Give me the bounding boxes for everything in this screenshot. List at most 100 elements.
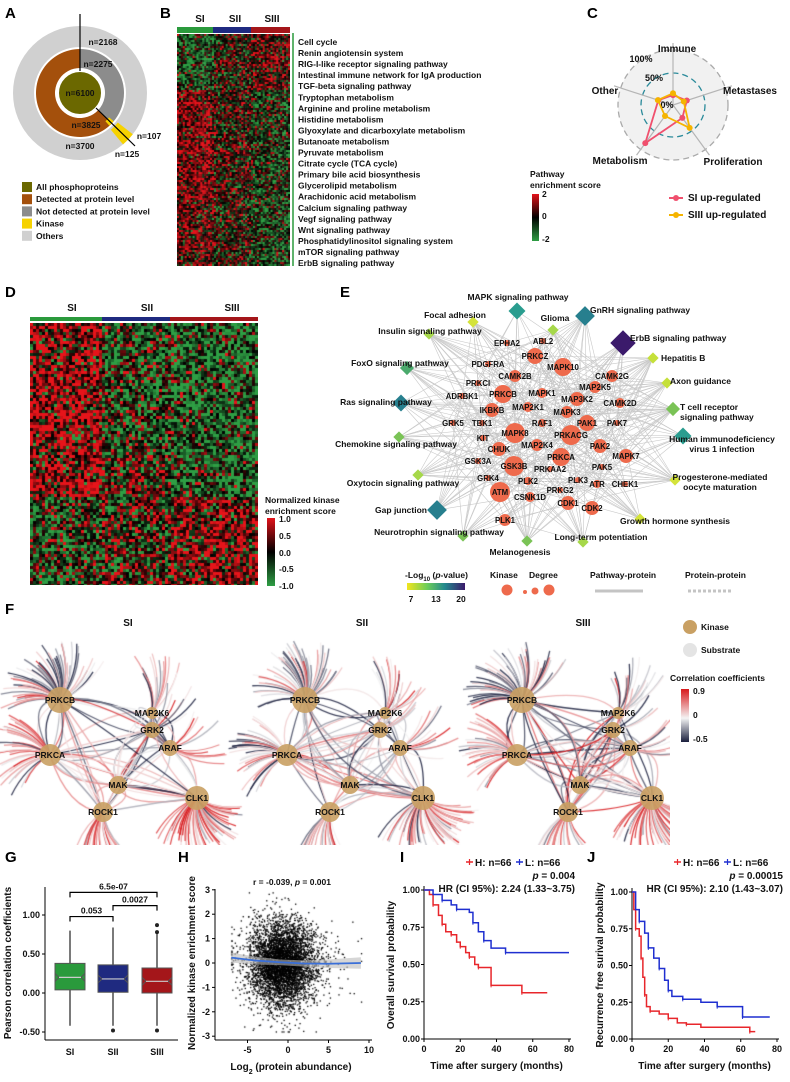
pathway-protein-edge (624, 435, 684, 485)
colorbar-tick: -1.0 (279, 581, 294, 591)
kinase-label: PLK2 (518, 477, 539, 486)
count-label: n=3700 (65, 141, 94, 151)
kinase-node (475, 380, 481, 386)
kinase-node (561, 496, 575, 510)
kinase-node (509, 370, 521, 382)
pathway-protein-edge (406, 340, 544, 369)
kinase-node (146, 707, 158, 719)
y-tick-label: 0.00 (402, 1034, 420, 1044)
x-tick-label: 5 (326, 1045, 331, 1055)
p-value-label: 6.5e-07 (99, 881, 128, 891)
pathway-protein-edge (514, 432, 684, 437)
pathway-protein-edge (611, 375, 674, 410)
pathway-protein-edge (472, 321, 568, 413)
pathway-protein-edge (472, 321, 578, 400)
colorbar-tick: 1.0 (279, 514, 291, 524)
heatmap-kinase-enrichment (30, 323, 258, 585)
kinase-label: CHEK1 (612, 480, 639, 489)
pathway-protein-edge (584, 315, 596, 388)
colorbar-tick: -2 (542, 234, 550, 244)
colorbar-tick: 0.9 (693, 686, 705, 696)
pathway-node (577, 536, 589, 548)
pathway-protein-edge (534, 355, 641, 520)
radar-axis-label: Other (592, 86, 619, 97)
x-tick-label: 20 (663, 1044, 673, 1054)
kinase-label: CLK1 (641, 793, 663, 803)
pathway-protein-edge (601, 408, 674, 468)
y-axis-label: Pearson correlation coefficients (3, 886, 14, 1039)
panel-label: C (587, 5, 598, 22)
label-part: Log (230, 1062, 248, 1073)
panel-label: E (340, 284, 350, 301)
label-part: (protein abundance) (253, 1062, 352, 1073)
kinase-node (531, 439, 543, 451)
pathway-label: Butanoate metabolism (298, 136, 390, 146)
x-axis-label: Log2 (protein abundance) (230, 1062, 351, 1076)
pathway-protein-edge (436, 422, 618, 511)
kinase-node (292, 687, 318, 713)
kinase-node (570, 392, 584, 406)
pathway-protein-edge (559, 479, 676, 491)
y-tick-label: 1.00 (22, 910, 40, 920)
pathway-protein-edge (417, 366, 564, 476)
kinase-label: MAK (340, 780, 360, 790)
kinase-label: PDGFRA (472, 360, 505, 369)
substrate-legend-label: Substrate (701, 645, 740, 655)
p-value-part: = 0.004 (539, 871, 576, 882)
colorbar-tick: 0 (542, 211, 547, 221)
kinase-label: CLK1 (412, 793, 434, 803)
pathway-node (457, 530, 469, 542)
pathway-label: Arachidonic acid metabolism (298, 192, 417, 202)
pathway-label: Calcium signaling pathway (298, 203, 407, 213)
kinase-node (162, 740, 178, 756)
pvalue-colorbar (407, 583, 465, 590)
kinase-node (372, 722, 388, 738)
pathway-protein-edge (506, 329, 554, 344)
heatmap-pathway-enrichment (177, 34, 290, 266)
pathway-protein-edge (428, 333, 501, 493)
panel-f: SIPRKCBMAP2K6GRK2ARAFPRKCAMAKCLK1ROCK1SI… (35, 618, 664, 822)
kinase-label: ROCK1 (553, 807, 583, 817)
pathway-protein-edge (462, 422, 483, 537)
pathway-protein-edge (400, 402, 529, 408)
pathway-protein-edge (398, 382, 479, 438)
pathway-protein-edge (462, 375, 613, 537)
pathway-protein-edge (596, 435, 684, 485)
radar-axis-label: Immune (658, 44, 697, 55)
degree-legend-label: Degree (529, 570, 558, 580)
pathway-node (547, 324, 559, 336)
kinase-label: CSNK1D (514, 493, 546, 502)
kinase-node (492, 442, 506, 456)
kinase-label: PRKCB (290, 695, 320, 705)
pathway-node (423, 328, 435, 340)
legend-label: Detected at protein level (36, 194, 134, 204)
pathway-label: Arginine and proline metabolism (298, 103, 431, 113)
kinase-node (185, 786, 209, 810)
kinase-label: PRKCA (502, 750, 532, 760)
pathway-protein-edge (514, 375, 528, 542)
protein-protein-edge (481, 422, 593, 509)
kinase-node (640, 786, 664, 810)
p-value-label: 0.053 (81, 906, 103, 916)
pathway-label: mTOR signaling pathway (298, 247, 400, 257)
pathway-label: ErbB signaling pathway (298, 258, 395, 268)
title-part: ( (430, 570, 435, 580)
colorbar-tick: 0.5 (279, 531, 291, 541)
kinase-label: ARAF (158, 743, 182, 753)
legend-title: enrichment score (530, 180, 601, 190)
kinase-label: MAK (108, 780, 128, 790)
degree-legend-circle (501, 584, 513, 596)
title-part: p (434, 570, 440, 580)
pathway-node (610, 330, 636, 356)
kinase-node (589, 381, 601, 393)
protein-protein-edge (529, 489, 561, 498)
pathway-label: Glyoxylate and dicarboxylate metabolism (298, 125, 466, 135)
p-value-label: 0.0027 (122, 895, 148, 905)
y-tick-label: 0.25 (610, 997, 628, 1007)
pathway-protein-edge (594, 386, 684, 437)
pathway-protein-edge (400, 402, 479, 462)
pathway-node (508, 302, 526, 320)
y-tick-label: 2 (205, 909, 210, 919)
